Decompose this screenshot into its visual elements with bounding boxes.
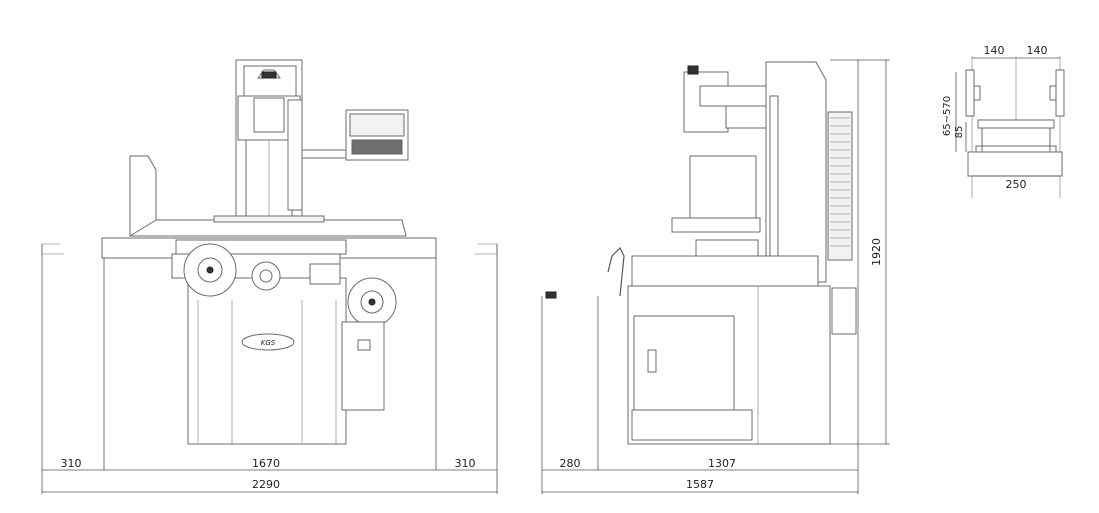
brand-logo [241, 333, 295, 351]
detail-wheel-left [965, 69, 975, 117]
dim-machine-width: 1670 [252, 457, 280, 470]
dim-right-offset: 140 [1027, 44, 1048, 57]
dim-table-width: 250 [1006, 178, 1027, 191]
front-view: KGS 310 1670 310 2290 [41, 59, 498, 494]
dim-right-clearance: 310 [455, 457, 476, 470]
dim-left-offset: 140 [984, 44, 1005, 57]
cross-feed-handwheel [251, 261, 281, 291]
dim-total-depth: 1587 [686, 478, 714, 491]
side-view: 280 1307 1587 1920 [541, 59, 890, 494]
detail-table [977, 119, 1055, 129]
machine-base [187, 277, 347, 445]
dim-vertical-range: 65~570 [942, 96, 953, 136]
dim-left-clearance: 310 [61, 457, 82, 470]
dim-height: 1920 [870, 238, 883, 266]
dim-total-width: 2290 [252, 478, 280, 491]
detail-wheel-right [1055, 69, 1065, 117]
dim-rear-clearance: 280 [560, 457, 581, 470]
brand-logo-text: KGS [261, 339, 276, 347]
spindle-housing [253, 97, 285, 133]
electrical-cabinet [341, 321, 385, 411]
dim-wheel-gap: 85 [954, 126, 965, 139]
detail-view: 140 140 65~570 85 250 [942, 44, 1065, 198]
dim-machine-depth: 1307 [708, 457, 736, 470]
rear-column [765, 61, 827, 283]
splash-guard [129, 155, 157, 237]
side-worktable [631, 255, 819, 287]
